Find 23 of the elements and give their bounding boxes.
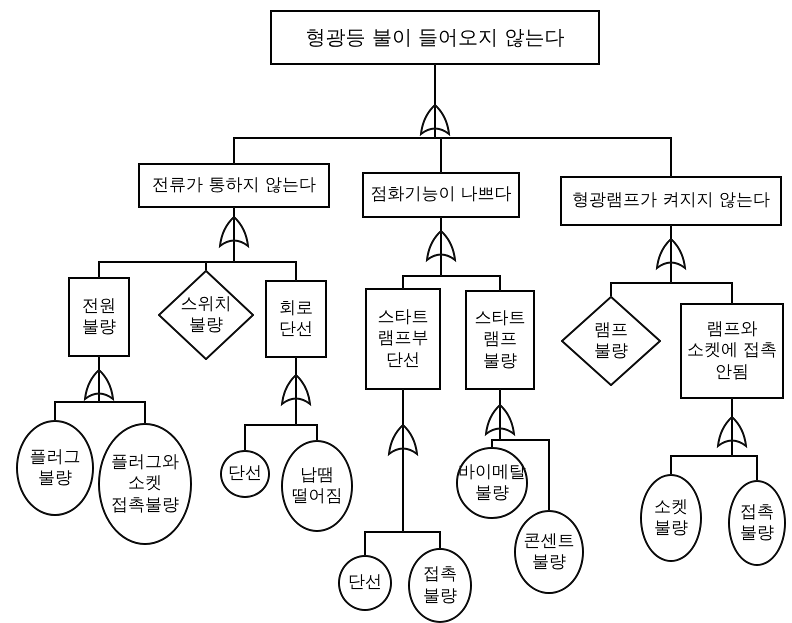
basic-event-circle: 단선 [220, 450, 270, 498]
basic-event-circle: 바이메탈 불량 [456, 447, 528, 519]
event-box: 전류가 통하지 않는다 [138, 163, 330, 208]
event-box: 형광등 불이 들어오지 않는다 [270, 10, 600, 65]
basic-event-circle: 플러그와 소켓 접촉불량 [98, 423, 192, 545]
event-box: 점화기능이 나쁘다 [362, 172, 520, 218]
event-box: 형광램프가 켜지지 않는다 [560, 176, 782, 226]
basic-event-circle: 접촉 불량 [728, 480, 786, 566]
event-box: 회로 단선 [265, 280, 327, 358]
event-box: 램프와 소켓에 접촉 안됨 [680, 303, 784, 399]
connector-line [434, 65, 672, 176]
event-box: 스타트 램프 불량 [465, 290, 535, 390]
basic-event-circle: 플러그 불량 [16, 420, 94, 516]
basic-event-circle: 소켓 불량 [640, 474, 702, 562]
basic-event-circle: 납땜 떨어짐 [281, 440, 353, 532]
event-box: 전원 불량 [68, 277, 130, 357]
undeveloped-event-diamond: 스위치 불량 [158, 270, 254, 360]
basic-event-circle: 접촉 불량 [408, 548, 472, 623]
basic-event-circle: 콘센트 불량 [514, 510, 584, 594]
undeveloped-event-diamond: 램프 불량 [561, 296, 661, 386]
basic-event-circle: 단선 [338, 555, 392, 611]
connector-line [402, 390, 441, 548]
event-box: 스타트 램프부 단선 [365, 288, 441, 390]
